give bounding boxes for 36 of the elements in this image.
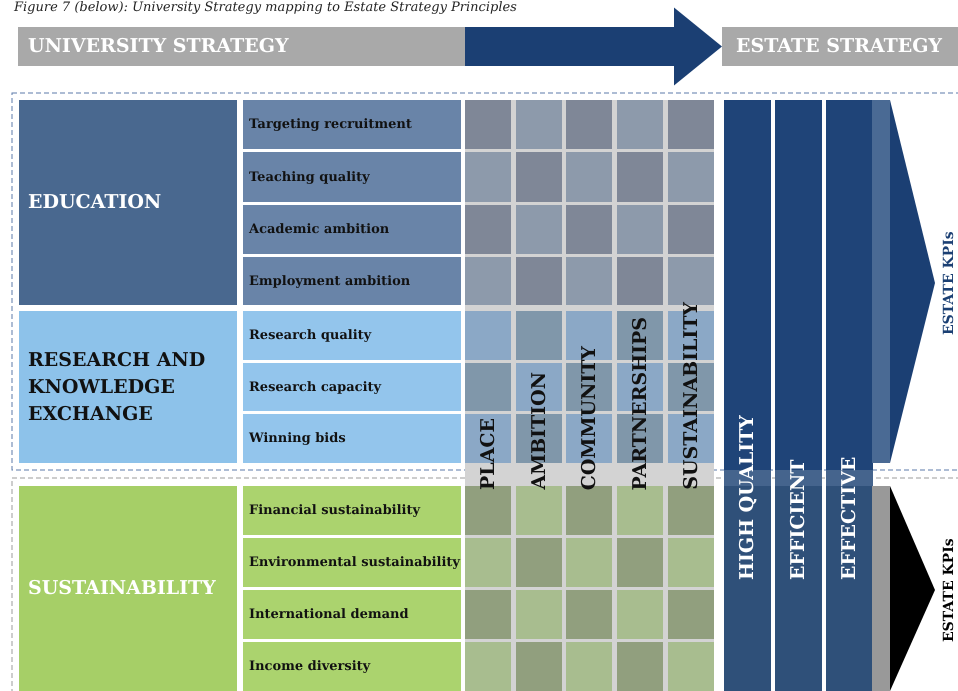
- category-box: [19, 311, 237, 463]
- objective-row: Employment ambition: [243, 257, 461, 305]
- principle-band: [826, 100, 873, 691]
- principle-label: COMMUNITY: [566, 346, 612, 490]
- objective-row: International demand: [243, 590, 461, 639]
- objective-row: Teaching quality: [243, 152, 461, 202]
- arrow: [465, 8, 722, 86]
- principle-label: PLACE: [465, 418, 511, 490]
- chevron-shape: [890, 100, 935, 463]
- principle-label: SUSTAINABILITY: [668, 302, 714, 490]
- objective-row: Research capacity: [243, 363, 461, 411]
- principle-band: [775, 100, 822, 691]
- objective-row: Winning bids: [243, 414, 461, 463]
- objective-row: Research quality: [243, 311, 461, 360]
- category-heading: RESEARCH AND KNOWLEDGE EXCHANGE: [28, 348, 206, 426]
- category-box: [19, 486, 237, 691]
- principle-label: AMBITION: [516, 372, 562, 490]
- objective-row: Financial sustainability: [243, 486, 461, 535]
- estate-principle-label: EFFICIENT: [786, 458, 810, 580]
- chevron-shape: [890, 486, 935, 691]
- category-heading: SUSTAINABILITY: [28, 576, 216, 601]
- estate-principle-label: EFFECTIVE: [837, 456, 861, 580]
- category-box: [19, 100, 237, 305]
- objective-row: Environmental sustainability: [243, 538, 461, 587]
- principle-band: [724, 100, 771, 691]
- objective-row: Income diversity: [243, 642, 461, 691]
- category-heading: EDUCATION: [28, 190, 162, 215]
- figure-title: Figure 7 (below): University Strategy mapping to Estate Strategy Principles: [14, 0, 517, 15]
- principle-label: PARTNERSHIPS: [617, 316, 663, 490]
- kpi-label: ESTATE KPIs: [940, 230, 958, 337]
- objective-row: Targeting recruitment: [243, 100, 461, 149]
- objective-row: Academic ambition: [243, 205, 461, 254]
- header-bar: UNIVERSITY STRATEGY: [18, 27, 465, 66]
- kpi-label: ESTATE KPIs: [940, 537, 958, 644]
- estate-principle-label: HIGH QUALITY: [735, 414, 759, 580]
- header-bar: ESTATE STRATEGY: [722, 27, 958, 66]
